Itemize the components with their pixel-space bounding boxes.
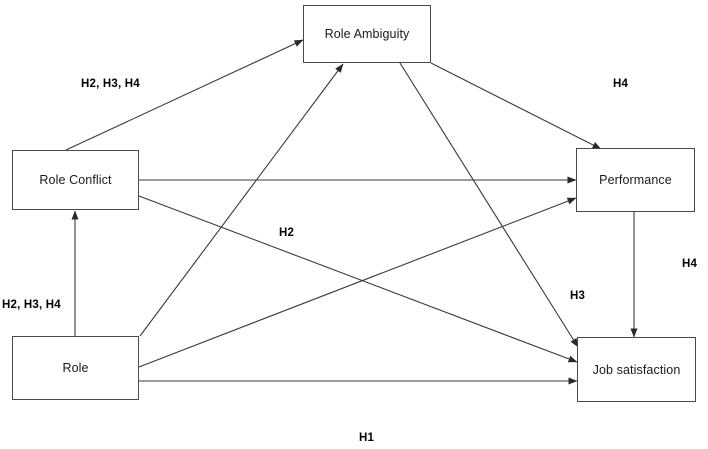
node-role[interactable]: Role [12, 336, 139, 400]
edge-role-ambiguity-to-performance [430, 62, 602, 150]
node-label: Performance [599, 173, 672, 187]
edge-label-h2-h3-h4-left: H2, H3, H4 [2, 299, 61, 311]
node-role-conflict[interactable]: Role Conflict [12, 150, 139, 210]
edge-role-to-role-ambiguity [139, 63, 344, 337]
node-role-ambiguity[interactable]: Role Ambiguity [303, 5, 431, 63]
node-label: Role Ambiguity [324, 27, 410, 41]
node-performance[interactable]: Performance [576, 148, 695, 212]
edge-label-h3-right: H3 [570, 290, 586, 302]
edge-label-h4-top-right: H4 [613, 78, 629, 90]
edge-role-conflict-to-role-ambiguity [65, 39, 304, 151]
edge-label-h2-middle: H2 [279, 227, 295, 239]
node-job-satisfaction[interactable]: Job satisfaction [577, 337, 696, 402]
edge-label-h2-h3-h4-top: H2, H3, H4 [81, 78, 140, 90]
edge-role-conflict-to-job-satisfaction [138, 195, 578, 363]
edge-role-to-performance [138, 197, 577, 368]
edge-role-ambiguity-to-job-satisfaction [399, 62, 579, 348]
node-label: Role [62, 361, 89, 375]
edge-label-h1-bottom: H1 [359, 432, 375, 444]
node-label: Job satisfaction [592, 362, 681, 377]
node-label: Role Conflict [39, 173, 112, 187]
edge-label-h4-right: H4 [682, 258, 698, 270]
